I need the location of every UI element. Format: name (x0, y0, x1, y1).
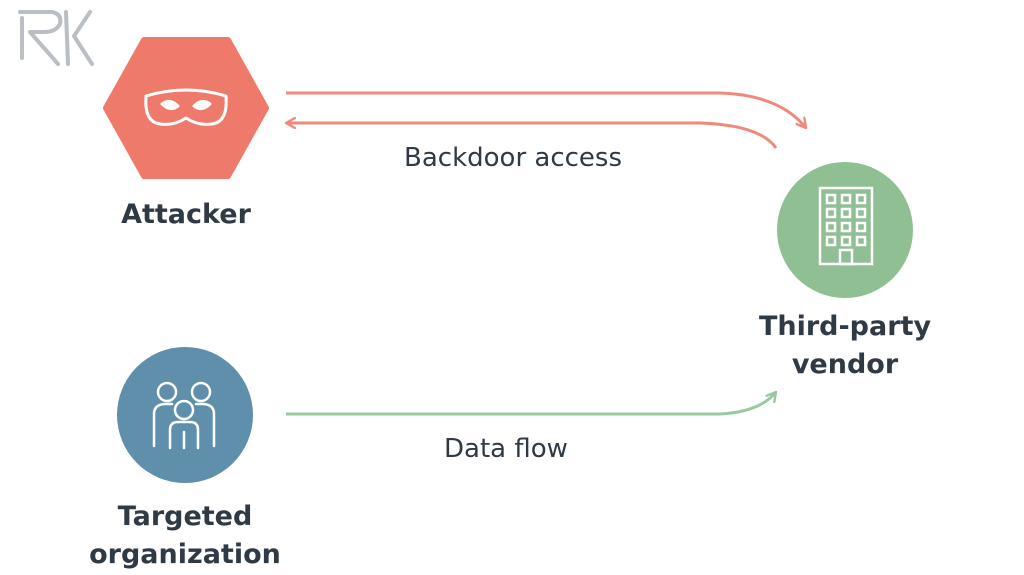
vendor-label-line1: Third-party (758, 311, 932, 342)
attacker-label: Attacker (121, 199, 251, 230)
backdoor-arrow-back (286, 123, 778, 149)
mask-icon (144, 88, 228, 126)
vendor-node (777, 162, 913, 298)
vendor-label-line2: vendor (791, 349, 899, 380)
data-flow-arrow (286, 392, 776, 416)
target-node (117, 347, 253, 483)
attacker-node (103, 37, 269, 179)
vendor-label: Third-party vendor (745, 308, 945, 384)
target-label-line2: organization (89, 539, 281, 570)
target-label-line1: Targeted (117, 501, 253, 532)
backdoor-arrow-out (286, 91, 806, 128)
data-flow-label: Data flow (444, 434, 568, 464)
backdoor-access-label: Backdoor access (404, 143, 623, 173)
people-icon (152, 381, 216, 450)
building-icon (818, 186, 874, 266)
rk-logo (18, 10, 94, 66)
target-label: Targeted organization (75, 498, 295, 574)
